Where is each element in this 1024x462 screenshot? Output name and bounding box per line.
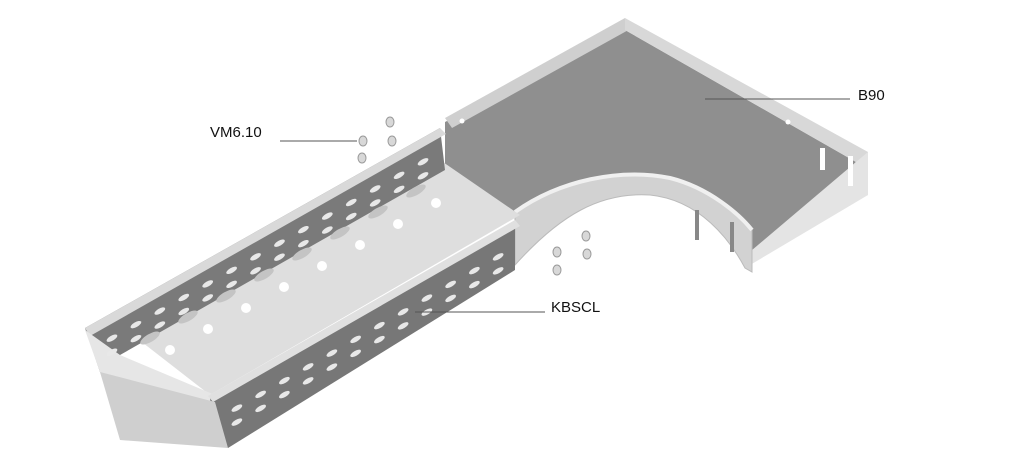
floor-hole <box>317 261 327 271</box>
floor-slot <box>406 184 426 198</box>
slot <box>492 267 504 275</box>
slot <box>178 293 190 302</box>
slot <box>130 320 142 329</box>
floor-slot <box>178 310 198 324</box>
floor-hole <box>241 303 251 313</box>
slot <box>350 335 361 344</box>
slot <box>231 404 243 412</box>
tray-bottom-face <box>100 372 228 448</box>
floor-slot <box>368 205 388 219</box>
slot <box>279 376 290 385</box>
floor-slot <box>140 331 160 345</box>
floor-slot <box>292 247 312 261</box>
slot <box>321 212 333 220</box>
slot <box>417 172 429 180</box>
bend-floor <box>445 30 856 268</box>
slot <box>397 308 409 316</box>
slot <box>345 198 357 207</box>
slot <box>326 363 338 371</box>
tray-left-wall <box>85 128 445 372</box>
floor-hole <box>165 345 175 355</box>
slot <box>345 212 357 221</box>
slot <box>369 185 381 193</box>
fasteners-vm6-10 <box>357 116 592 276</box>
slot <box>369 199 381 207</box>
slot <box>302 377 314 385</box>
slot <box>321 226 333 234</box>
floor-slot <box>254 268 274 282</box>
tray-left-wall-top <box>85 128 446 336</box>
slot <box>302 363 314 371</box>
slot <box>326 349 338 357</box>
slot <box>250 267 261 275</box>
slot <box>417 158 429 166</box>
slot <box>393 171 405 180</box>
label-b90: B90 <box>858 87 885 104</box>
slot <box>226 266 237 275</box>
slot <box>130 334 142 343</box>
slot <box>255 390 266 399</box>
tray-left-wall-slots <box>106 158 429 356</box>
slot <box>154 307 166 315</box>
slot <box>469 280 480 289</box>
slot <box>226 280 237 289</box>
slot <box>445 294 456 303</box>
slot <box>178 307 190 316</box>
slot <box>202 280 214 288</box>
label-vm6-10: VM6.10 <box>210 124 262 141</box>
floor-hole <box>393 219 403 229</box>
slot <box>106 334 118 342</box>
bend-outer-wall-right <box>625 18 868 200</box>
slot <box>202 294 214 302</box>
slot <box>274 239 285 247</box>
floor-hole <box>431 198 441 208</box>
slot <box>421 294 433 302</box>
floor-slot <box>330 226 350 240</box>
floor-hole <box>279 282 289 292</box>
bend-outer-wall-back <box>445 18 632 128</box>
tray-floor-perforations <box>140 184 441 355</box>
slot <box>445 280 456 289</box>
slot <box>397 322 409 330</box>
slot <box>393 185 405 194</box>
tray-right-wall-slots <box>231 253 504 426</box>
slot <box>469 266 480 275</box>
slot <box>350 349 361 358</box>
slot <box>106 348 118 356</box>
slot <box>374 335 385 344</box>
slot <box>279 390 290 399</box>
slot <box>231 418 243 426</box>
slot <box>250 253 261 261</box>
slot <box>154 321 166 329</box>
floor-hole <box>355 240 365 250</box>
floor-hole <box>203 324 213 334</box>
slot <box>492 253 504 261</box>
slot <box>374 321 385 330</box>
tray-right-wall-top <box>208 220 520 402</box>
slot <box>298 239 309 248</box>
floor-slot <box>216 289 236 303</box>
tray-kbscl <box>85 128 520 448</box>
slot <box>274 253 285 261</box>
label-kbscl: KBSCL <box>551 299 601 316</box>
bend-outer-wall-face <box>745 152 868 268</box>
slot <box>298 225 309 234</box>
bend-b90 <box>445 18 868 273</box>
tray-floor <box>120 160 520 395</box>
slot <box>255 404 266 413</box>
